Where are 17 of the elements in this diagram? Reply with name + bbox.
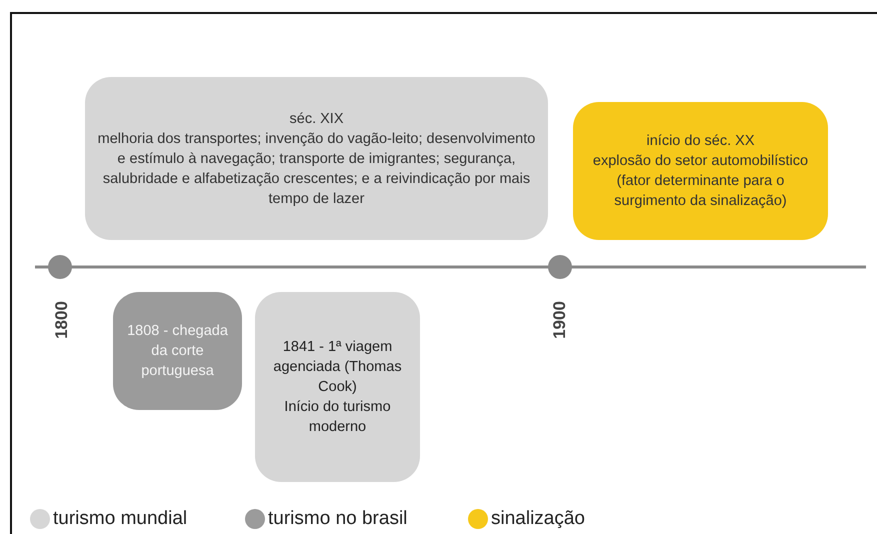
event-text: Início do turismo moderno xyxy=(283,398,392,437)
year-label: 1800 xyxy=(52,301,72,339)
event-box xyxy=(255,292,420,482)
event-box xyxy=(573,102,828,240)
event-heading: início do séc. XX xyxy=(646,132,754,151)
year-label: 1900 xyxy=(550,301,570,339)
legend-label: turismo no brasil xyxy=(268,508,408,530)
event-heading: séc. XIX xyxy=(290,110,344,128)
legend-label: turismo mundial xyxy=(53,508,188,530)
event-box xyxy=(85,77,548,240)
event-heading: 1808 - chegada da corte portuguesa xyxy=(126,322,229,381)
event-text: explosão do setor automobilístico xyxy=(592,152,808,171)
legend-label: sinalização xyxy=(491,508,585,530)
event-text: melhoria dos transportes; invenção do vagão-leito; desenvolvimento e estímulo à navegação; transporte de imigrantes; segurança, salubridade e alfabetização crescentes; e a reivindicação por mais tempo de lazer xyxy=(96,130,536,208)
event-box xyxy=(113,292,242,410)
event-heading: 1841 - 1ª viagem agenciada (Thomas Cook) xyxy=(272,338,403,397)
event-text: (fator determinante para o surgimento da sinalização) xyxy=(613,172,788,211)
